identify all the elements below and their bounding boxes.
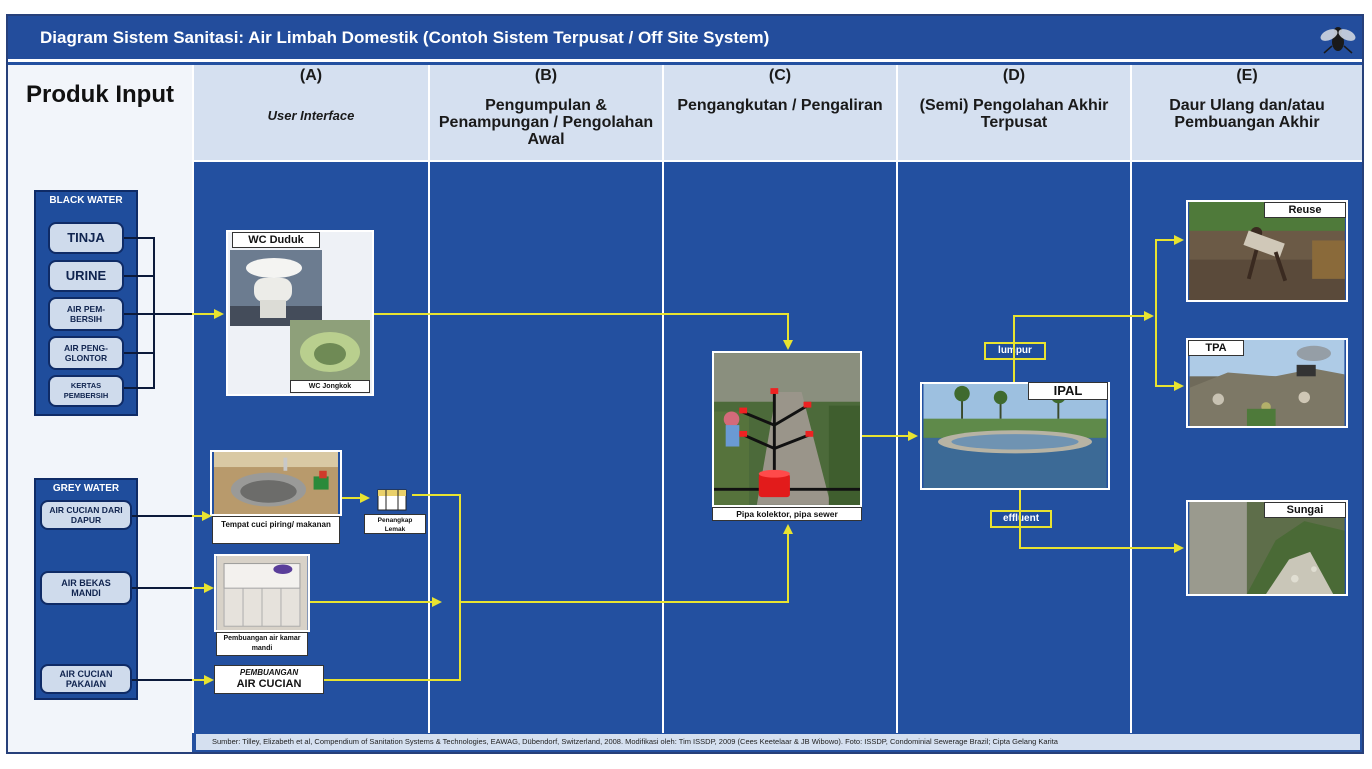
grease-trap-label: Penangkap Lemak [364, 514, 426, 534]
input-air-bekas-mandi: AIR BEKAS MANDI [40, 571, 132, 605]
column-divider [428, 65, 430, 733]
column-header-b: (B) Pengumpulan & Penampungan / Pengolah… [430, 65, 662, 160]
column-header-d: (D) (Semi) Pengolahan Akhir Terpusat [898, 65, 1130, 160]
laundry-label-bottom: AIR CUCIAN [236, 678, 302, 690]
grease-trap-icon [377, 489, 407, 511]
ipal-label: IPAL [1028, 382, 1108, 400]
source-citation: Sumber: Tilley, Elizabeth et al, Compend… [196, 734, 1360, 750]
sewer-pipe-label: Pipa kolektor, pipa sewer [712, 507, 862, 521]
landfill-image [1186, 338, 1348, 428]
wc-jongkok-label: WC Jongkok [290, 380, 370, 393]
column-divider [1130, 65, 1132, 733]
wc-duduk-image [230, 250, 322, 326]
flow-sludge-reuse [1155, 235, 1184, 316]
input-header: Produk Input [8, 65, 192, 160]
sink-image [210, 450, 342, 516]
black-water-bracket [124, 237, 155, 389]
wc-jongkok-image [290, 320, 370, 380]
sink-label: Tempat cuci piring/ makanan [212, 516, 340, 544]
river-label: Sungai [1264, 502, 1346, 518]
flow-collector-to-sewer [460, 524, 793, 603]
input-connectors [132, 313, 206, 681]
flow-wc-to-sewer [374, 313, 793, 350]
diagram-title: Diagram Sistem Sanitasi: Air Limbah Dome… [40, 28, 770, 47]
column-header-c: (C) Pengangkutan / Pengaliran [664, 65, 896, 160]
input-kertas-pembersih: KERTAS PEMBERSIH [48, 375, 124, 407]
flow-trap-out [324, 494, 461, 681]
input-air-pembersih: AIR PEM-BERSIH [48, 297, 124, 331]
flow-arrows [192, 235, 1184, 685]
input-urine: URINE [48, 260, 124, 292]
column-divider [662, 65, 664, 733]
landfill-label: TPA [1188, 340, 1244, 356]
input-tinja: TINJA [48, 222, 124, 254]
wc-duduk-label: WC Duduk [232, 232, 320, 248]
column-header-a: (A) User Interface [194, 65, 428, 160]
column-header-e: (E) Daur Ulang dan/atau Pembuangan Akhir [1132, 65, 1362, 160]
input-air-cucian-pakaian: AIR CUCIAN PAKAIAN [40, 664, 132, 694]
input-air-cucian-dapur: AIR CUCIAN DARI DAPUR [40, 500, 132, 530]
column-divider [192, 65, 194, 733]
fly-icon [1320, 27, 1356, 54]
laundry-label-top: PEMBUANGAN [239, 668, 299, 677]
flow-ipal-effluent [1019, 490, 1184, 553]
column-divider [896, 65, 898, 733]
sewer-pipe-image [712, 351, 862, 507]
bath-drain-image [214, 554, 310, 632]
flow-ipal-sludge [1013, 311, 1154, 382]
input-air-penggelontor: AIR PENG-GLONTOR [48, 336, 124, 370]
title-bar [8, 16, 1362, 62]
header-divider [192, 160, 1362, 162]
flow-sludge-landfill [1155, 316, 1184, 391]
reuse-label: Reuse [1264, 202, 1346, 218]
laundry-disposal-box: PEMBUANGAN AIR CUCIAN [214, 665, 324, 694]
bath-drain-label: Pembuangan air kamar mandi [216, 632, 308, 656]
